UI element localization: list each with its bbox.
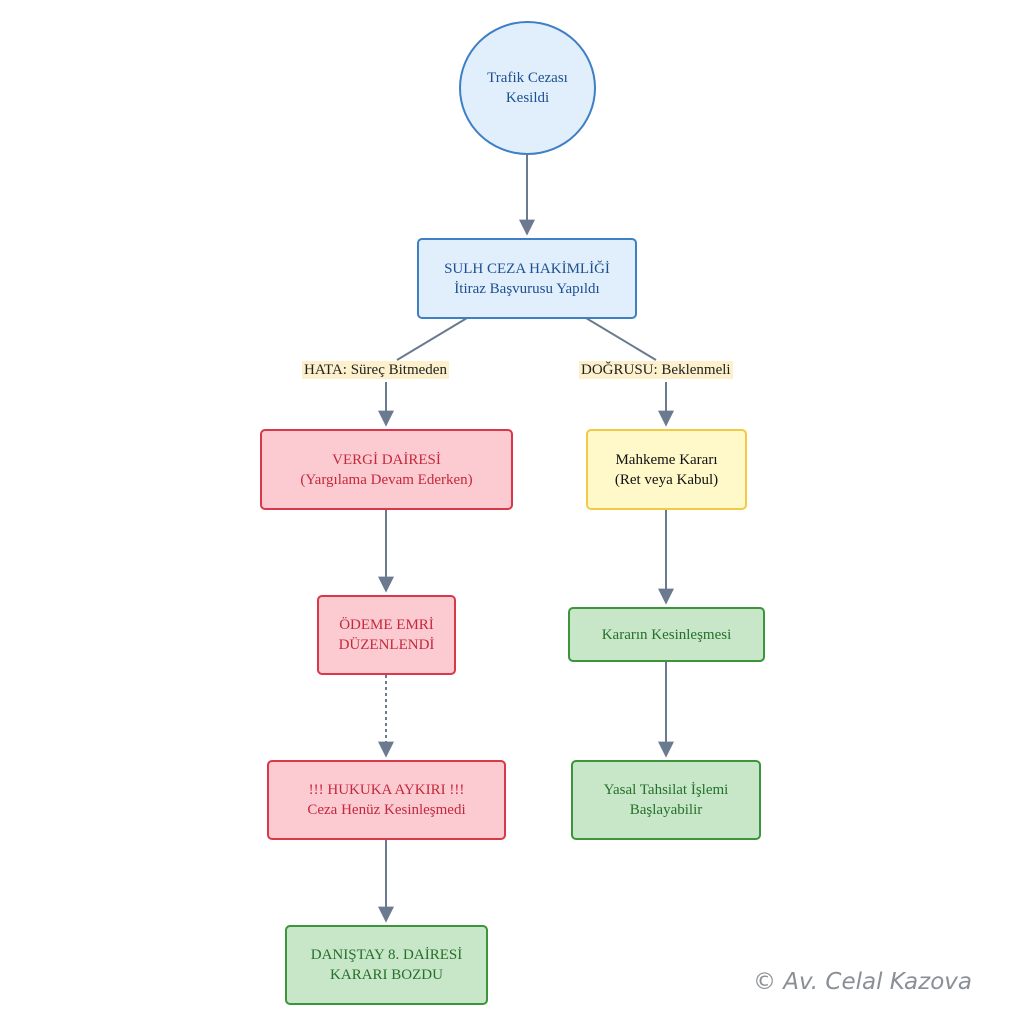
node-court-decision: Mahkeme Kararı (Ret veya Kabul): [586, 429, 747, 510]
node-court-decision-line1: Mahkeme Kararı: [615, 451, 718, 468]
node-tax-office: VERGİ DAİRESİ (Yargılama Devam Ederken): [260, 429, 513, 510]
copyright-text: © Av. Celal Kazova: [752, 969, 972, 995]
node-collection-line2: Başlayabilir: [629, 802, 703, 818]
node-unlawful-line2: Ceza Henüz Kesinleşmedi: [307, 802, 466, 818]
node-finalization: Kararın Kesinleşmesi: [568, 607, 765, 662]
node-tax-office-line1: VERGİ DAİRESİ: [332, 451, 441, 468]
edge-court-to-wrong-label: [396, 317, 468, 361]
node-start-line1: Trafik Cezası: [487, 70, 568, 86]
node-unlawful: !!! HUKUKA AYKIRI !!! Ceza Henüz Kesinle…: [267, 760, 506, 840]
node-payment-order-line2: DÜZENLENDİ: [338, 637, 435, 653]
edge-label-right: DOĞRUSU: Beklenmeli: [579, 361, 733, 379]
node-tax-office-line2: (Yargılama Devam Ederken): [300, 471, 473, 488]
node-unlawful-line1: !!! HUKUKA AYKIRI !!!: [308, 782, 465, 798]
node-payment-order-line1: ÖDEME EMRİ: [339, 617, 434, 633]
node-council-of-state-line2: KARARI BOZDU: [330, 967, 443, 983]
node-payment-order: ÖDEME EMRİ DÜZENLENDİ: [317, 595, 456, 675]
node-council-of-state: DANIŞTAY 8. DAİRESİ KARARI BOZDU: [285, 925, 488, 1005]
node-court-line2: İtiraz Başvurusu Yapıldı: [454, 280, 600, 297]
node-finalization-line1: Kararın Kesinleşmesi: [601, 626, 732, 643]
node-start-line2: Kesildi: [505, 90, 550, 106]
node-start: Trafik Cezası Kesildi: [459, 21, 596, 155]
node-council-of-state-line1: DANIŞTAY 8. DAİRESİ: [310, 947, 463, 963]
edge-court-to-right-label: [585, 317, 657, 361]
edge-label-wrong: HATA: Süreç Bitmeden: [302, 361, 449, 379]
node-court-decision-line2: (Ret veya Kabul): [614, 471, 719, 488]
node-collection-line1: Yasal Tahsilat İşlemi: [603, 782, 729, 798]
node-court: SULH CEZA HAKİMLİĞİ İtiraz Başvurusu Yap…: [417, 238, 637, 319]
node-collection: Yasal Tahsilat İşlemi Başlayabilir: [571, 760, 761, 840]
node-court-line1: SULH CEZA HAKİMLİĞİ: [444, 260, 610, 277]
